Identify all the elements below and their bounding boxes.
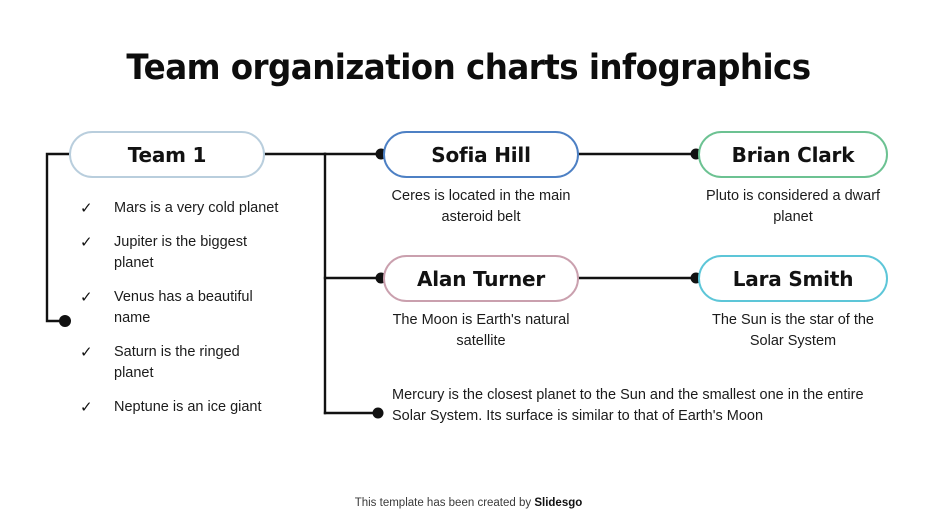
wire-team-to-checklist xyxy=(45,152,71,323)
node-alan-turner[interactable]: Alan Turner xyxy=(383,255,579,302)
list-item-label: Mars is a very cold planet xyxy=(114,200,279,216)
list-item-label: Venus has a beautiful name xyxy=(114,289,253,326)
check-icon: ✓ xyxy=(80,399,93,416)
caption-brian-clark: Pluto is considered a dwarf planet xyxy=(705,188,881,225)
check-icon: ✓ xyxy=(80,200,93,217)
node-brian-clark[interactable]: Brian Clark xyxy=(698,131,888,178)
caption-sofia-hill: Ceres is located in the main asteroid be… xyxy=(391,188,571,225)
caption-lara-smith: The Sun is the star of the Solar System xyxy=(711,312,874,349)
list-item-label: Saturn is the ringed planet xyxy=(114,344,240,381)
connector-dot-paragraph xyxy=(372,407,384,419)
node-label-sofia-hill: Sofia Hill xyxy=(431,142,531,167)
list-item-label: Jupiter is the biggest planet xyxy=(114,234,247,271)
team-checklist: ✓ Mars is a very cold planet ✓ Jupiter i… xyxy=(80,198,280,431)
list-item: ✓ Neptune is an ice giant xyxy=(80,397,280,418)
list-item: ✓ Jupiter is the biggest planet xyxy=(80,232,280,274)
footer-prefix: This template has been created by xyxy=(354,497,535,509)
paragraph-mercury: Mercury is the closest planet to the Sun… xyxy=(392,387,864,424)
connector-dot-checklist xyxy=(59,315,71,327)
footer-credit: This template has been created by Slides… xyxy=(0,497,937,509)
check-icon: ✓ xyxy=(80,234,93,251)
node-lara-smith[interactable]: Lara Smith xyxy=(698,255,888,302)
node-label-alan-turner: Alan Turner xyxy=(416,266,546,291)
footer-brand: Slidesgo xyxy=(534,497,583,509)
list-item-label: Neptune is an ice giant xyxy=(114,399,262,415)
check-icon: ✓ xyxy=(80,289,93,306)
page-title: Team organization charts infographics xyxy=(126,48,811,88)
node-label-lara-smith: Lara Smith xyxy=(732,266,854,291)
node-label-team-1: Team 1 xyxy=(127,142,207,167)
list-item: ✓ Mars is a very cold planet xyxy=(80,198,280,219)
list-item: ✓ Venus has a beautiful name xyxy=(80,287,280,329)
list-item: ✓ Saturn is the ringed planet xyxy=(80,342,280,384)
check-icon: ✓ xyxy=(80,344,93,361)
caption-alan-turner: The Moon is Earth's natural satellite xyxy=(392,312,570,349)
node-sofia-hill[interactable]: Sofia Hill xyxy=(383,131,579,178)
node-team-1[interactable]: Team 1 xyxy=(69,131,265,178)
node-label-brian-clark: Brian Clark xyxy=(731,142,855,167)
